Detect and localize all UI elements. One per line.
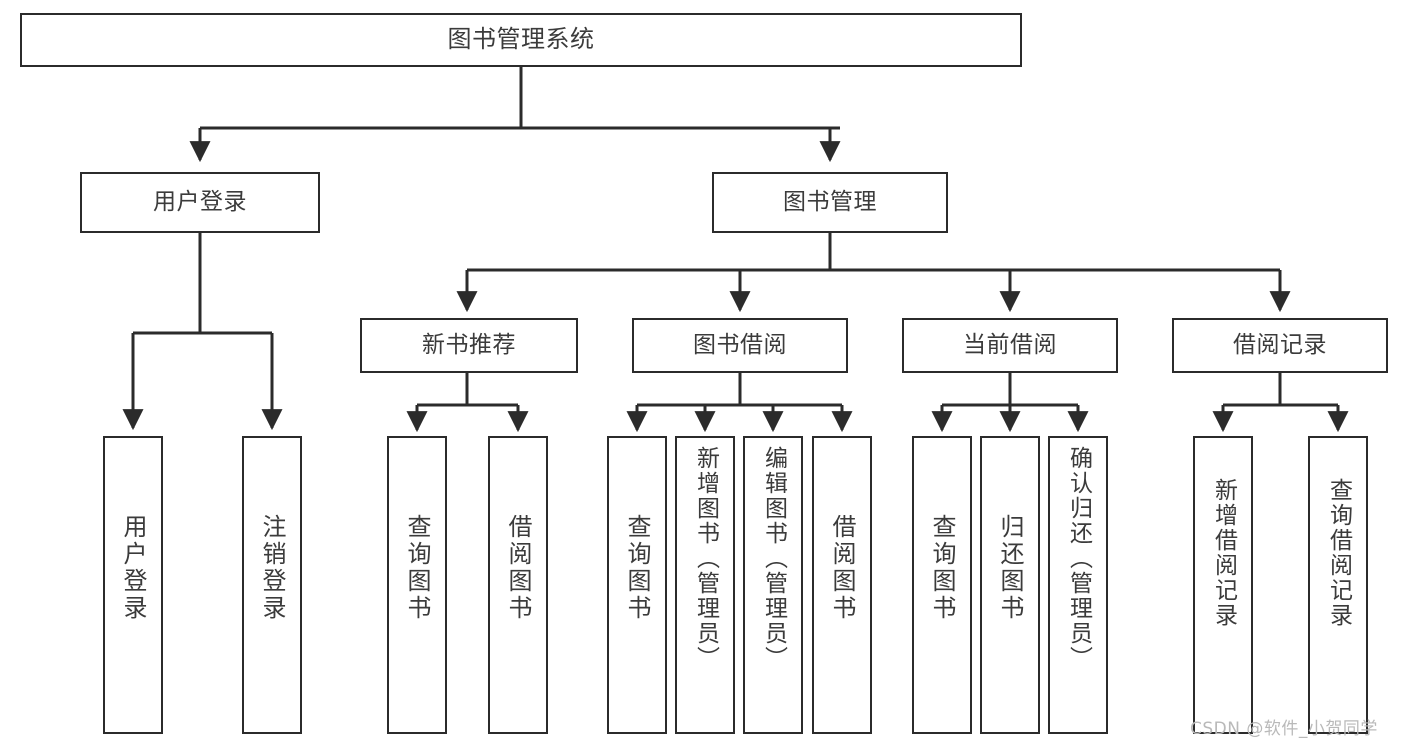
node-label: 图书借阅 — [693, 332, 787, 359]
node-current-borrow[interactable]: 当前借阅 — [902, 318, 1118, 373]
node-book-borrow[interactable]: 图书借阅 — [632, 318, 848, 373]
leaf-borrow-book[interactable]: 借阅图书 — [812, 436, 872, 734]
node-label: 用户登录 — [153, 189, 247, 216]
leaf-edit-book-admin[interactable]: 编辑图书（管理员） — [743, 436, 803, 734]
leaf-logout[interactable]: 注销登录 — [242, 436, 302, 734]
node-label: 新增借阅记录 — [1210, 478, 1237, 628]
node-label: 借阅图书 — [504, 514, 532, 622]
node-label: 确认归还（管理员） — [1065, 446, 1092, 671]
node-label: 查询图书 — [403, 514, 431, 622]
node-label: 用户登录 — [119, 514, 147, 622]
leaf-user-login[interactable]: 用户登录 — [103, 436, 163, 734]
node-label: 图书管理 — [783, 189, 877, 216]
leaf-confirm-return-admin[interactable]: 确认归还（管理员） — [1048, 436, 1108, 734]
node-label: 查询借阅记录 — [1325, 478, 1352, 628]
node-borrow-records[interactable]: 借阅记录 — [1172, 318, 1388, 373]
node-book-management[interactable]: 图书管理 — [712, 172, 948, 233]
node-label: 借阅记录 — [1233, 332, 1327, 359]
node-label: 借阅图书 — [828, 514, 856, 622]
node-label: 查询图书 — [623, 514, 651, 622]
node-label: 当前借阅 — [963, 332, 1057, 359]
node-label: 注销登录 — [258, 514, 286, 622]
node-user-login[interactable]: 用户登录 — [80, 172, 320, 233]
node-new-book-recommend[interactable]: 新书推荐 — [360, 318, 578, 373]
node-label: 编辑图书（管理员） — [760, 446, 787, 671]
leaf-borrow-book-newbook[interactable]: 借阅图书 — [488, 436, 548, 734]
leaf-query-borrow-record[interactable]: 查询借阅记录 — [1308, 436, 1368, 734]
csdn-watermark: CSDN @软件_小贺同学 — [1190, 719, 1378, 739]
leaf-query-book-borrow[interactable]: 查询图书 — [607, 436, 667, 734]
node-root-system[interactable]: 图书管理系统 — [20, 13, 1022, 67]
node-label: 查询图书 — [928, 514, 956, 622]
leaf-query-book-newbook[interactable]: 查询图书 — [387, 436, 447, 734]
leaf-add-book-admin[interactable]: 新增图书（管理员） — [675, 436, 735, 734]
leaf-add-borrow-record[interactable]: 新增借阅记录 — [1193, 436, 1253, 734]
leaf-return-book[interactable]: 归还图书 — [980, 436, 1040, 734]
node-label: 新书推荐 — [422, 332, 516, 359]
node-label: 新增图书（管理员） — [692, 446, 719, 671]
node-label: 归还图书 — [996, 514, 1024, 622]
node-label: 图书管理系统 — [447, 25, 595, 54]
leaf-query-book-current[interactable]: 查询图书 — [912, 436, 972, 734]
